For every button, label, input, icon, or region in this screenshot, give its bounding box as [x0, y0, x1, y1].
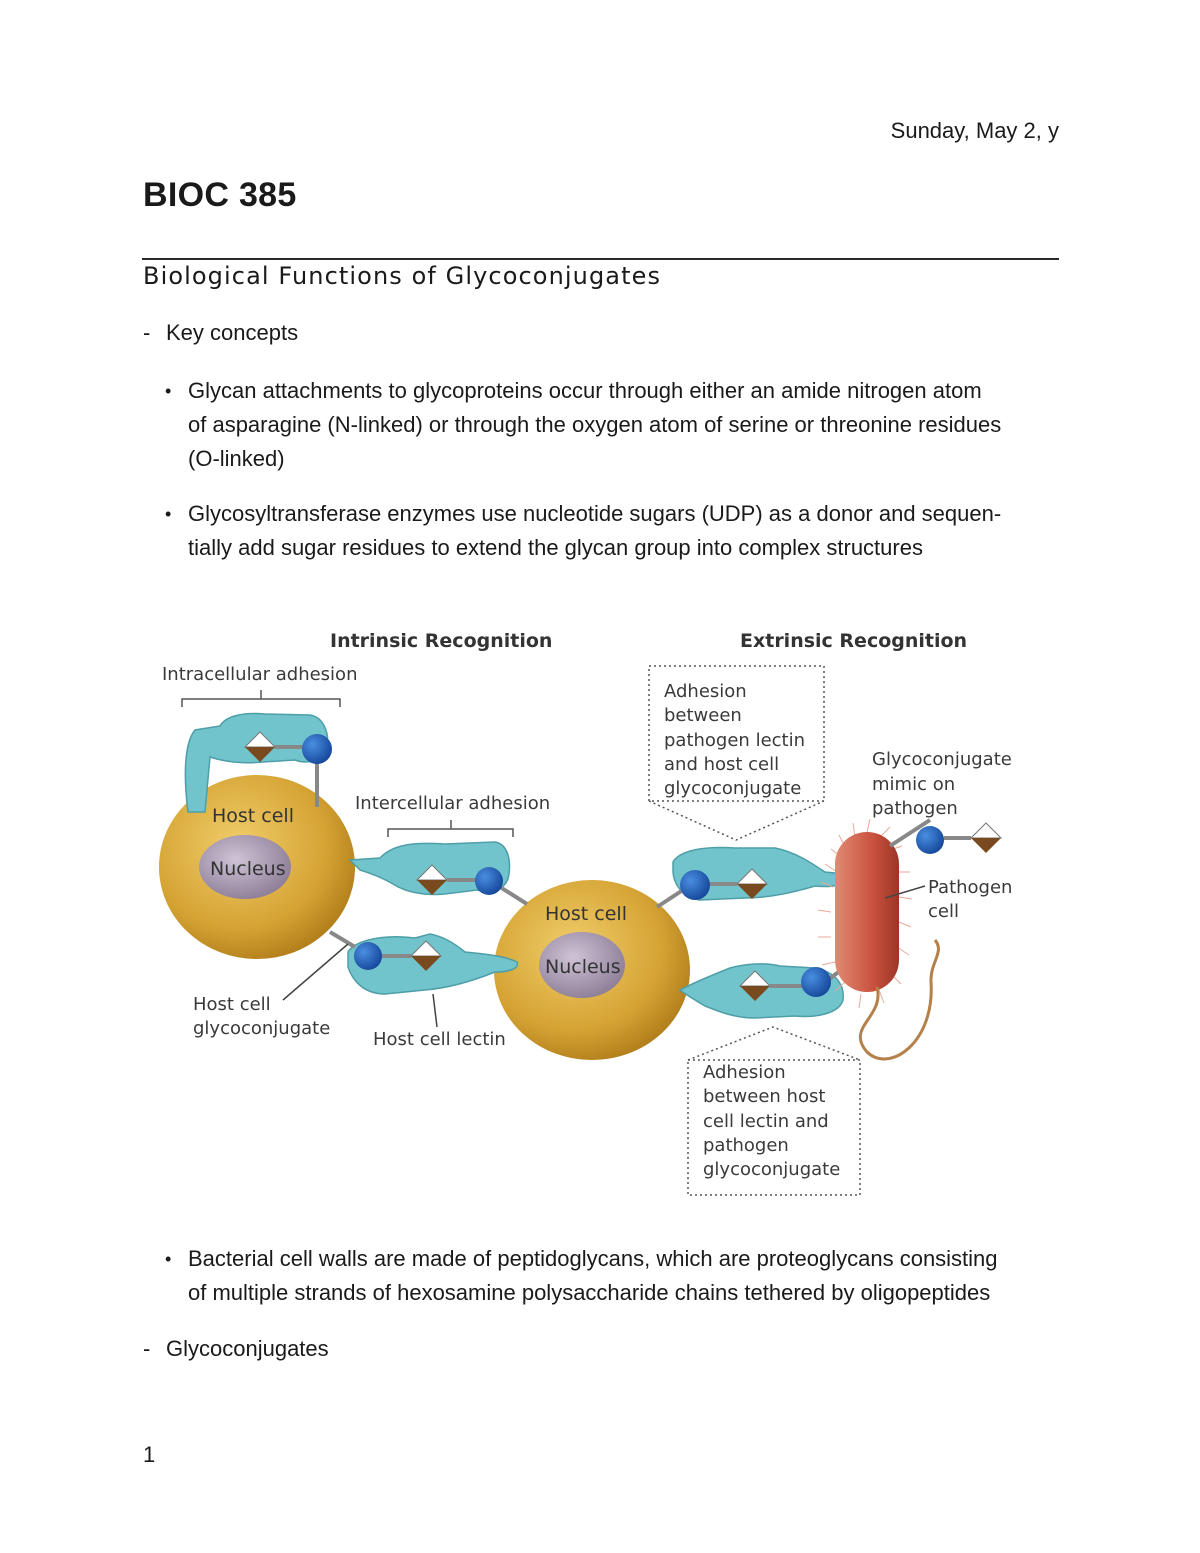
dash-marker: -	[143, 320, 166, 346]
sugar-ball-icon	[354, 942, 382, 970]
callout-line: between	[664, 705, 742, 726]
sugar-ball-icon	[475, 867, 503, 895]
bullet-text: Bacterial cell walls are made of peptido…	[188, 1242, 1065, 1310]
list-item-key-concepts: -Key concepts	[143, 320, 298, 346]
bullet-dot-icon: •	[165, 1242, 171, 1276]
sugar-ball-icon	[302, 734, 332, 764]
sugar-ball-icon	[916, 826, 944, 854]
callout-line: Adhesion	[664, 681, 747, 702]
pathogen-line: cell	[928, 901, 959, 922]
host-lectin-label: Host cell lectin	[373, 1029, 506, 1050]
bullet-dot-icon: •	[165, 497, 171, 531]
callout-line: between host	[703, 1086, 825, 1107]
glyco-stalk	[657, 890, 683, 907]
callout-line: glycoconjugate	[664, 778, 801, 799]
callout-line: pathogen	[703, 1135, 789, 1156]
section-title: Biological Functions of Glycoconjugates	[143, 262, 661, 290]
mimic-line: mimic on	[872, 774, 955, 795]
bullet-dot-icon: •	[165, 374, 171, 408]
host-glyco-label-line2: glycoconjugate	[193, 1018, 330, 1039]
date: Sunday, May 2, y	[891, 118, 1059, 144]
host-cell-label: Host cell	[545, 903, 627, 925]
page-number: 1	[143, 1442, 155, 1468]
callout-line: glycoconjugate	[703, 1159, 840, 1180]
mimic-line: pathogen	[872, 798, 958, 819]
glycoconjugate-recognition-figure: Intrinsic Recognition Extrinsic Recognit…	[155, 622, 1025, 1202]
nucleus-label: Nucleus	[210, 858, 286, 880]
pointer-line	[433, 994, 437, 1027]
host-cell-label: Host cell	[212, 805, 294, 827]
bullet-item: • Glycan attachments to glycoproteins oc…	[165, 374, 1065, 476]
diamond-icon	[971, 823, 1001, 838]
sugar-ball-icon	[680, 870, 710, 900]
list-item-label: Key concepts	[166, 320, 298, 345]
pathogen-label: Pathogen cell	[928, 877, 1018, 922]
nucleus-label: Nucleus	[545, 956, 621, 978]
intracellular-bracket	[182, 690, 340, 707]
glyco-stalk	[330, 932, 355, 947]
callout-text-bottom: Adhesion between host cell lectin and pa…	[703, 1062, 840, 1180]
intercellular-bracket	[388, 820, 513, 837]
callout-pointer	[649, 801, 824, 840]
intracellular-label: Intracellular adhesion	[162, 664, 357, 685]
callout-line: and host cell	[664, 754, 779, 775]
host-glyco-label-line1: Host cell	[193, 994, 271, 1015]
pathogen-cell-icon	[818, 819, 938, 1059]
bullet-item: • Glycosyltransferase enzymes use nucleo…	[165, 497, 1065, 565]
diamond-dark-icon	[971, 838, 1001, 853]
dash-marker: -	[143, 1336, 166, 1362]
intrinsic-heading: Intrinsic Recognition	[330, 630, 552, 652]
pathogen-line: Pathogen	[928, 877, 1012, 898]
bullet-text: Glycan attachments to glycoproteins occu…	[188, 374, 1065, 476]
bullet-item: • Bacterial cell walls are made of pepti…	[165, 1242, 1065, 1310]
callout-line: cell lectin and	[703, 1111, 829, 1132]
callout-pointer	[688, 1027, 860, 1060]
mimic-line: Glycoconjugate	[872, 749, 1012, 770]
mimic-label: Glycoconjugate mimic on pathogen	[872, 749, 1018, 819]
callout-line: Adhesion	[703, 1062, 786, 1083]
sugar-ball-icon	[801, 967, 831, 997]
divider	[142, 258, 1059, 260]
bullet-text: Glycosyltransferase enzymes use nucleoti…	[188, 497, 1065, 565]
intercellular-label: Intercellular adhesion	[355, 793, 550, 814]
extrinsic-heading: Extrinsic Recognition	[740, 630, 967, 652]
callout-text-top: Adhesion between pathogen lectin and hos…	[664, 681, 811, 799]
course-title: BIOC 385	[143, 176, 297, 215]
list-item-label: Glycoconjugates	[166, 1336, 329, 1361]
glyco-stalk	[500, 887, 527, 904]
callout-line: pathogen lectin	[664, 730, 805, 751]
list-item-glycoconjugates: -Glycoconjugates	[143, 1336, 329, 1362]
